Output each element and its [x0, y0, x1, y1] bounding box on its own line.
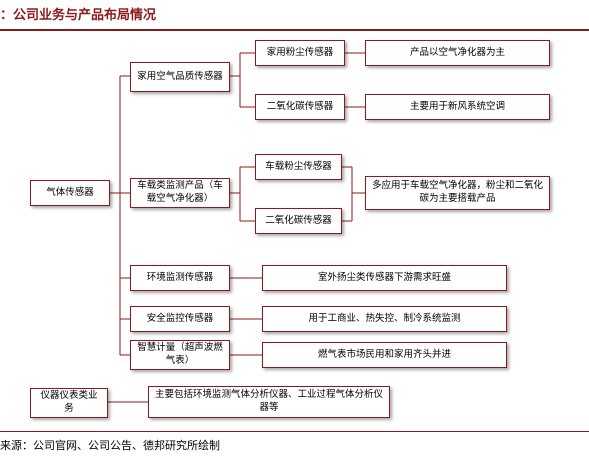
category-node: 车载类监测产品（车载空气净化器） [130, 178, 230, 208]
note-node: 室外扬尘类传感器下游需求旺盛 [262, 265, 507, 291]
category-node: 智慧计量（超声波燃气表） [130, 340, 230, 370]
category-node: 家用空气品质传感器 [130, 62, 230, 92]
instrument-note-node: 主要包括环境监测气体分析仪器、工业过程气体分析仪器等 [148, 386, 390, 418]
source-note: 来源：公司官网、公司公告、德邦研究所绘制 [0, 439, 220, 452]
source-rule [0, 431, 589, 432]
product-node: 家用粉尘传感器 [255, 40, 345, 66]
root-node: 气体传感器 [30, 180, 110, 206]
note-node: 燃气表市场民用和家用齐头并进 [262, 342, 507, 368]
category-node: 环境监测传感器 [130, 265, 230, 291]
note-node: 多应用于车载空气净化器，粉尘和二氧化碳为主要搭载产品 [365, 176, 550, 210]
title-rule [0, 29, 589, 31]
category-node: 安全监控传感器 [130, 306, 230, 332]
product-node: 二氧化碳传感器 [255, 94, 345, 120]
instrument-node: 仪器仪表类业务 [30, 388, 108, 418]
figure-title: ：公司业务与产品布局情况 [0, 8, 157, 23]
product-node: 车载粉尘传感器 [255, 154, 342, 180]
note-node: 主要用于新风系统空调 [365, 94, 550, 120]
product-node: 二氧化碳传感器 [255, 208, 342, 234]
note-node: 用于工商业、热失控、制冷系统监测 [262, 306, 507, 332]
note-node: 产品以空气净化器为主 [365, 40, 550, 66]
